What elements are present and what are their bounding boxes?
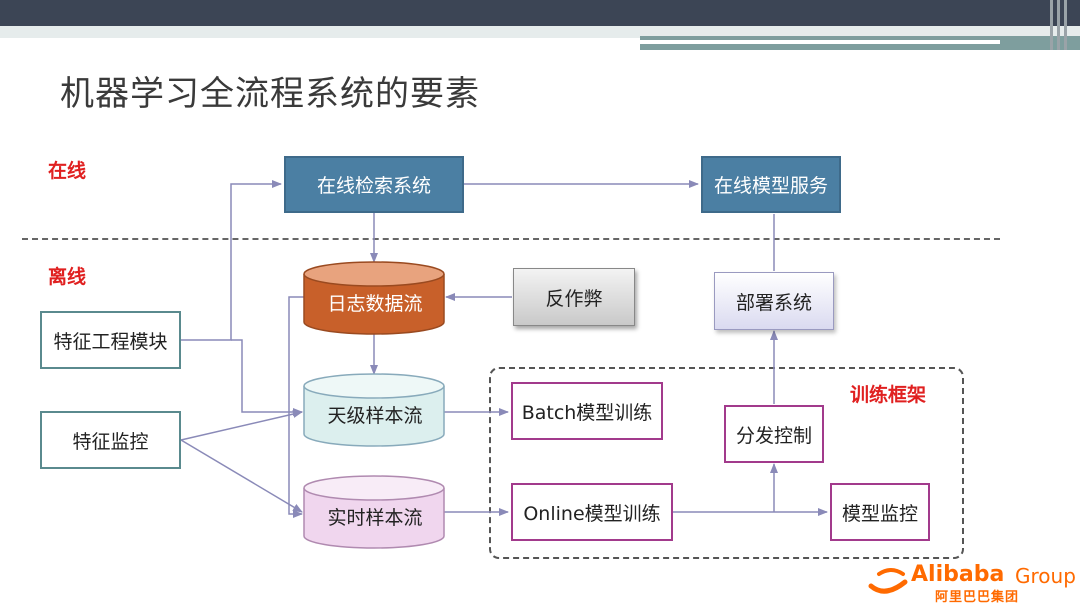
logo-text-cn: 阿里巴巴集团 — [935, 590, 1020, 605]
training-framework-frame — [489, 367, 964, 559]
node-online-model-service: 在线模型服务 — [701, 156, 841, 213]
node-feature-monitor: 特征监控 — [40, 411, 181, 469]
arrow-feature-to-search — [181, 180, 282, 341]
page-title: 机器学习全流程系统的要素 — [60, 74, 480, 114]
arrow-monitor-to-realtime — [180, 439, 303, 513]
log-stream-label: 日志数据流 — [327, 292, 423, 315]
cylinder-log-stream — [303, 261, 445, 335]
zone-label-offline: 离线 — [48, 266, 87, 288]
arrow-monitor-to-daily — [180, 410, 303, 441]
node-deploy-system: 部署系统 — [714, 272, 834, 330]
node-batch-training: Batch模型训练 — [511, 382, 663, 440]
alibaba-group-logo: Alibaba Group 阿里巴巴集团 — [865, 562, 1076, 605]
cylinder-daily-sample-stream — [303, 373, 445, 447]
slide-stripe-white — [640, 40, 1000, 44]
cylinder-realtime-sample-stream — [303, 475, 445, 549]
node-anti-cheat: 反作弊 — [513, 268, 635, 326]
slide-corner-bars — [1050, 0, 1074, 50]
zone-label-online: 在线 — [48, 160, 87, 182]
arrow-feature-to-daily — [231, 339, 303, 416]
daily-sample-stream-label: 天级样本流 — [327, 404, 423, 427]
node-dispatch-control: 分发控制 — [724, 405, 824, 463]
node-online-search-system: 在线检索系统 — [284, 156, 464, 213]
slide-top-bar — [0, 0, 1080, 26]
logo-text-group: Group — [1015, 564, 1076, 588]
training-framework-label: 训练框架 — [850, 384, 927, 406]
alibaba-smile-icon — [868, 568, 908, 594]
node-online-training: Online模型训练 — [511, 483, 673, 541]
node-feature-engineering: 特征工程模块 — [40, 311, 181, 369]
logo-text-en: Alibaba — [911, 562, 1005, 587]
node-model-monitor: 模型监控 — [830, 483, 930, 541]
online-offline-divider — [22, 238, 1000, 240]
slide-stripe-light — [0, 26, 1080, 38]
arrow-log-to-realtime — [288, 296, 304, 518]
realtime-sample-stream-label: 实时样本流 — [327, 506, 423, 529]
